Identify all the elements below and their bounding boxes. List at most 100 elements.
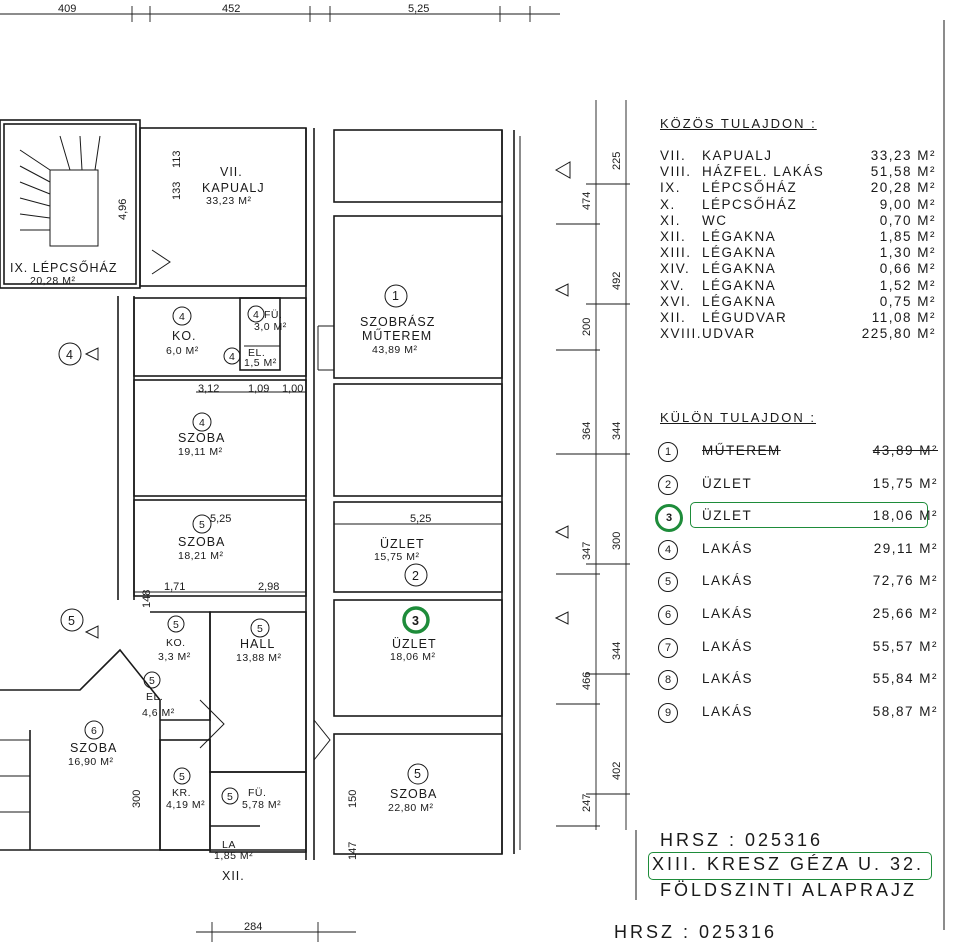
kozos-item-name: HÁZFEL. LAKÁS	[702, 164, 825, 180]
dim-525b: 5,25	[410, 513, 431, 525]
title-address: XIII. KRESZ GÉZA U. 32.	[652, 854, 925, 874]
furdo5-circle: 5	[227, 791, 233, 803]
szoba5a-name: SZOBA	[178, 535, 225, 549]
right-dim-label: 225	[611, 152, 623, 170]
top-dim-3: 5,25	[408, 3, 429, 15]
dim-113: 113	[171, 150, 183, 168]
furdo4-circle: 4	[253, 309, 259, 321]
szoba6-name: SZOBA	[70, 741, 117, 755]
legakna-name: LA	[222, 839, 236, 851]
konyha4-circle: 4	[179, 311, 185, 323]
konyha5-area: 3,3 M²	[158, 651, 191, 663]
kozos-item-area: 1,85 M²	[879, 229, 936, 244]
kozos-item-area: 33,23 M²	[870, 148, 936, 163]
kulon-heading: KÜLÖN TULAJDON :	[660, 410, 817, 425]
kulon-item-circle: 6	[658, 605, 678, 625]
kozos-item-num: VII.	[660, 148, 687, 163]
kulon-item-circle: 3	[655, 504, 683, 533]
right-dim-label: 347	[581, 542, 593, 560]
dim-525a: 5,25	[210, 513, 231, 525]
legakna-area: 1,85 M²	[214, 850, 253, 862]
kulon-item-area: 18,06 M²	[872, 508, 938, 524]
kozos-item-num: XVI.	[660, 293, 692, 309]
right-dim-label: 200	[581, 318, 593, 336]
dim-150: 150	[347, 790, 359, 808]
kozos-item-name: LÉGAKNA	[702, 229, 777, 244]
kozos-item-num: XIV.	[660, 261, 691, 277]
kozos-item-area: 11,08 M²	[871, 310, 936, 325]
kulon-item-circle: 9	[658, 702, 678, 723]
kulon-item-name: LAKÁS	[702, 638, 754, 654]
kozos-item-name: LÉGAKNA	[702, 277, 777, 293]
muterem-name1: SZOBRÁSZ	[360, 314, 435, 329]
kozos-item-num: XII.	[660, 310, 687, 325]
furdo5-name: FÜ.	[248, 787, 266, 799]
hall5-area: 13,88 M²	[236, 652, 281, 664]
kozos-item-num: XV.	[660, 277, 686, 293]
kulon-item-circle: 2	[658, 474, 678, 495]
dim-133: 133	[171, 182, 183, 200]
kozos-item-area: 20,28 M²	[870, 180, 936, 196]
hall5-circle: 5	[257, 623, 263, 635]
kozos-item-area: 9,00 M²	[879, 196, 936, 212]
uzlet3-name: ÜZLET	[392, 637, 437, 651]
kamra5-circle: 5	[179, 771, 185, 783]
top-dimension-line: 409 452 5,25	[0, 3, 560, 22]
kulon-item-circle: 7	[658, 637, 678, 658]
right-dim-label: 474	[581, 192, 593, 210]
dim-147: 147	[347, 842, 359, 860]
kapualj-name: KAPUALJ	[202, 181, 265, 195]
kapualj-num: VII.	[220, 165, 243, 179]
muterem-area: 43,89 M²	[372, 344, 417, 356]
right-dim-label: 344	[611, 422, 623, 440]
address-highlight-box	[648, 852, 932, 880]
konyha4-area: 6,0 M²	[166, 345, 199, 357]
title-hrsz: HRSZ : 025316	[660, 830, 824, 850]
eloszoba4-area: 1,5 M²	[244, 357, 277, 369]
room-labels: VII. KAPUALJ 33,23 M² IX. LÉPCSŐHÁZ 20,2…	[10, 165, 437, 883]
entrance-marker-5: 5	[68, 614, 76, 628]
uzlet3-highlight-circle	[402, 606, 430, 634]
lepcsohaz-name: IX. LÉPCSŐHÁZ	[10, 260, 117, 275]
uzlet3-circle: 3	[412, 614, 420, 628]
kulon-item-name: LAKÁS	[702, 540, 754, 556]
right-dim-label: 466	[581, 672, 593, 690]
top-dim-2: 452	[222, 3, 240, 15]
right-dim-label: 344	[611, 642, 623, 660]
konyha5-circle: 5	[173, 619, 179, 631]
lepcsohaz-area: 20,28 M²	[30, 275, 75, 287]
eloszoba5-circle: 5	[149, 675, 155, 687]
kulon-item-name: LAKÁS	[702, 703, 754, 719]
szoba4-area: 19,11 M²	[178, 446, 223, 458]
kulon-item-area: 29,11 M²	[873, 540, 938, 556]
top-dim-1: 409	[58, 3, 76, 15]
kozos-item-num: X.	[660, 196, 676, 212]
bottom-dimension-line: 284	[196, 921, 356, 942]
eloszoba5-name: EL.	[146, 691, 163, 703]
kulon-item-area: 43,89 M²	[872, 443, 938, 458]
kulon-item-area: 15,75 M²	[872, 475, 938, 491]
footer-hrsz: HRSZ : 025316	[614, 922, 778, 942]
kulon-item-area: 58,87 M²	[872, 703, 938, 719]
furdo5-area: 5,78 M²	[242, 799, 281, 811]
kozos-heading: KÖZÖS TULAJDON :	[660, 116, 817, 131]
furdo4-area: 3,0 M²	[254, 321, 287, 333]
uzlet2-name: ÜZLET	[380, 537, 425, 551]
kozos-item-area: 1,30 M²	[879, 245, 936, 261]
dim-298: 2,98	[258, 581, 279, 593]
kulon-item-area: 25,66 M²	[872, 606, 938, 621]
kozos-item-name: LÉGAKNA	[702, 245, 777, 261]
